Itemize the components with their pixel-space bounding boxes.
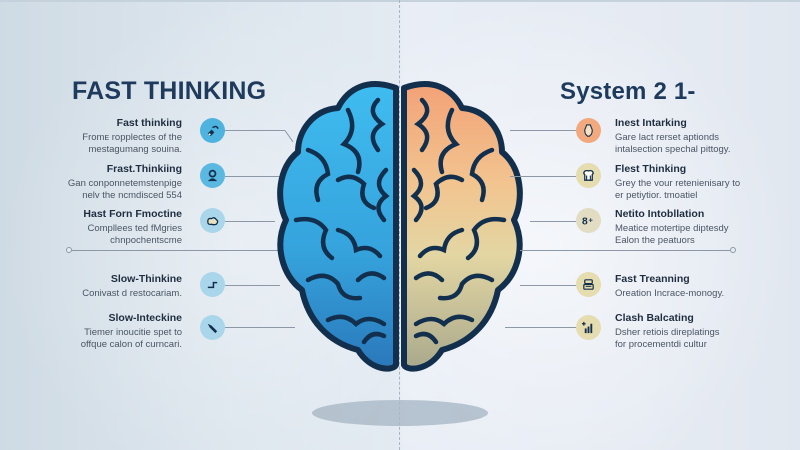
left-item-4: Slow-Thinkine Conivast d restocariam.	[0, 273, 182, 300]
vase-icon	[576, 118, 601, 143]
right-item-title: Flest Thinking	[615, 163, 687, 175]
connector-line	[510, 176, 576, 177]
telescope-icon	[200, 315, 225, 340]
left-item-3: Hast Forn Fmoctine Compllees ted fMgries…	[0, 208, 182, 247]
right-item-4: Fast Treanning Oreation Incrace-monogy.	[615, 273, 790, 300]
left-item-title: Slow-Thinkine	[110, 273, 182, 285]
left-item-desc: Conivast d restocariam.	[82, 288, 182, 299]
section-divider-line	[70, 250, 280, 251]
number-plus-icon: 8+	[576, 208, 601, 233]
right-item-2: Flest Thinking Grey the vour retenienisa…	[615, 163, 790, 202]
connector-line	[530, 221, 576, 222]
paraglider-icon	[200, 118, 225, 143]
connector-line	[225, 176, 288, 177]
left-item-title: Slow-Inteckine	[108, 312, 182, 324]
right-item-3: Netito Intobllation Meatice motertipe di…	[615, 208, 790, 247]
bar-chart-plus-icon	[576, 315, 601, 340]
brain-shadow	[312, 400, 488, 426]
step-icon	[200, 272, 225, 297]
right-hemisphere	[401, 81, 523, 372]
left-item-title: Hast Forn Fmoctine	[83, 208, 182, 220]
stacked-device-icon	[576, 272, 601, 297]
line-endpoint-dot	[66, 247, 72, 253]
line-endpoint-dot	[730, 247, 736, 253]
cloud-blob-icon	[200, 208, 225, 233]
svg-text:+: +	[589, 215, 594, 224]
right-item-title: Clash Balcating	[615, 312, 694, 324]
right-item-title: Inest Intarking	[615, 117, 687, 129]
split-brain-illustration	[277, 81, 523, 372]
person-icon	[200, 163, 225, 188]
left-hemisphere	[277, 81, 399, 372]
connector-line	[510, 130, 576, 131]
connector-line	[505, 327, 576, 328]
connector-line	[520, 285, 576, 286]
connector-line	[225, 130, 285, 131]
left-item-title: Fast thinking	[116, 117, 182, 129]
right-heading: System 2 1-	[560, 78, 696, 105]
connector-line	[225, 327, 295, 328]
connector-line	[225, 221, 275, 222]
left-heading: FAST THINKING	[72, 77, 267, 105]
right-item-desc: Oreation Incrace-monogy.	[615, 288, 725, 299]
section-divider-line	[520, 250, 730, 251]
svg-text:8: 8	[582, 216, 588, 227]
left-item-title: Frast.Thinkiing	[106, 163, 182, 175]
connector-line	[225, 285, 280, 286]
right-item-title: Fast Treanning	[615, 273, 690, 285]
chef-hat-icon	[576, 163, 601, 188]
right-item-title: Netito Intobllation	[615, 208, 705, 220]
center-divider	[399, 0, 400, 450]
right-item-5: Clash Balcating Dsher retiois direplatin…	[615, 312, 790, 351]
right-item-1: Inest Intarking Gare lact rerset aptiond…	[615, 117, 790, 156]
